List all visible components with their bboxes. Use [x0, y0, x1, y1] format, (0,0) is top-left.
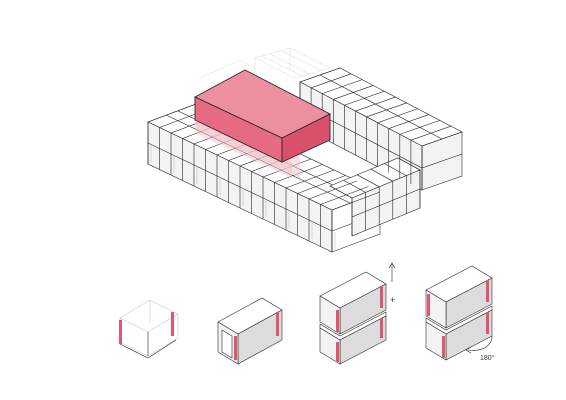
highlight-projection-side — [196, 118, 292, 178]
step-3-post-lower-right — [380, 318, 383, 338]
highlight-end-face — [281, 113, 331, 163]
module-edge — [147, 103, 197, 123]
highlighted-volume — [194, 69, 331, 178]
step-3-post-upper-left — [336, 310, 339, 332]
module-edge — [370, 168, 393, 182]
step-3-post-upper-right — [380, 286, 383, 308]
module-edge — [357, 174, 380, 188]
module-edge — [333, 85, 374, 100]
step-2-module — [217, 297, 283, 365]
step-4-post-lower-right — [486, 312, 489, 334]
module-edge — [397, 157, 421, 171]
module-edge — [377, 108, 418, 124]
step-3-plus-label: + — [390, 295, 395, 305]
step-1-post-right — [171, 312, 174, 336]
step-2-post-left — [234, 336, 237, 360]
step-4-rotated: 180° — [425, 265, 495, 362]
step-1-post-left — [119, 320, 122, 344]
module-edge — [366, 102, 407, 118]
module-edge — [331, 191, 381, 211]
module-edge — [384, 163, 407, 176]
module-edge — [322, 79, 363, 94]
step-2-post-right — [276, 312, 279, 336]
step-4-post-lower-left — [442, 336, 445, 358]
step-4-rotation-label: 180° — [480, 354, 495, 362]
module-edge — [308, 180, 358, 200]
step-4-rotate-arrow-icon — [467, 335, 493, 351]
module-edge — [399, 120, 440, 135]
module-edge — [310, 73, 352, 89]
module-edge — [329, 185, 353, 199]
module-edge — [343, 180, 366, 193]
module-edge — [410, 125, 452, 141]
step-3-stacked: + — [319, 262, 395, 365]
modular-building-assembly — [147, 47, 463, 253]
step-3-post-lower-left — [336, 342, 339, 362]
module-edge — [388, 114, 429, 129]
step-4-post-upper-left — [427, 294, 430, 316]
module-edge — [299, 67, 341, 83]
module-edge — [421, 131, 463, 147]
step-4-post-upper-right — [486, 280, 489, 302]
step-1-frame — [119, 299, 179, 359]
module-edge — [355, 96, 396, 112]
module-edge — [297, 175, 346, 194]
module-edge — [285, 169, 335, 189]
module-edge — [344, 90, 385, 106]
